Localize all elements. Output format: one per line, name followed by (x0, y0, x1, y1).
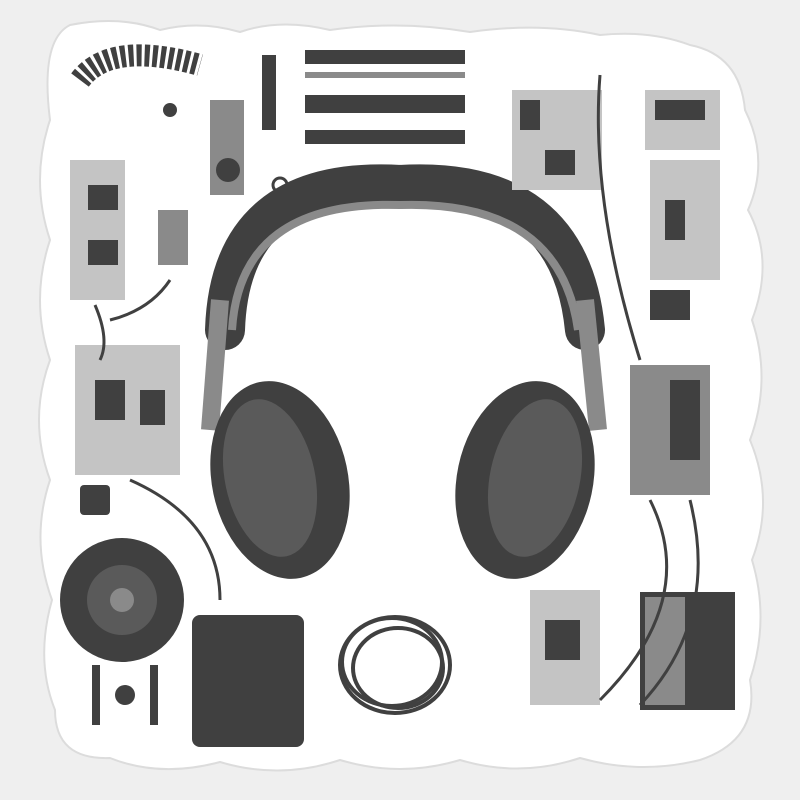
breadboard-icon (305, 50, 465, 144)
cable-coil-icon (338, 615, 452, 715)
headphones-icon (201, 164, 607, 579)
speaker-driver-icon (60, 538, 184, 662)
jack-connector-icon (262, 55, 276, 130)
small-components (80, 103, 289, 725)
wires (93, 74, 700, 707)
circuit-board-icon (70, 90, 720, 705)
battery-icon (192, 615, 304, 747)
coiled-cable-icon (71, 44, 203, 88)
